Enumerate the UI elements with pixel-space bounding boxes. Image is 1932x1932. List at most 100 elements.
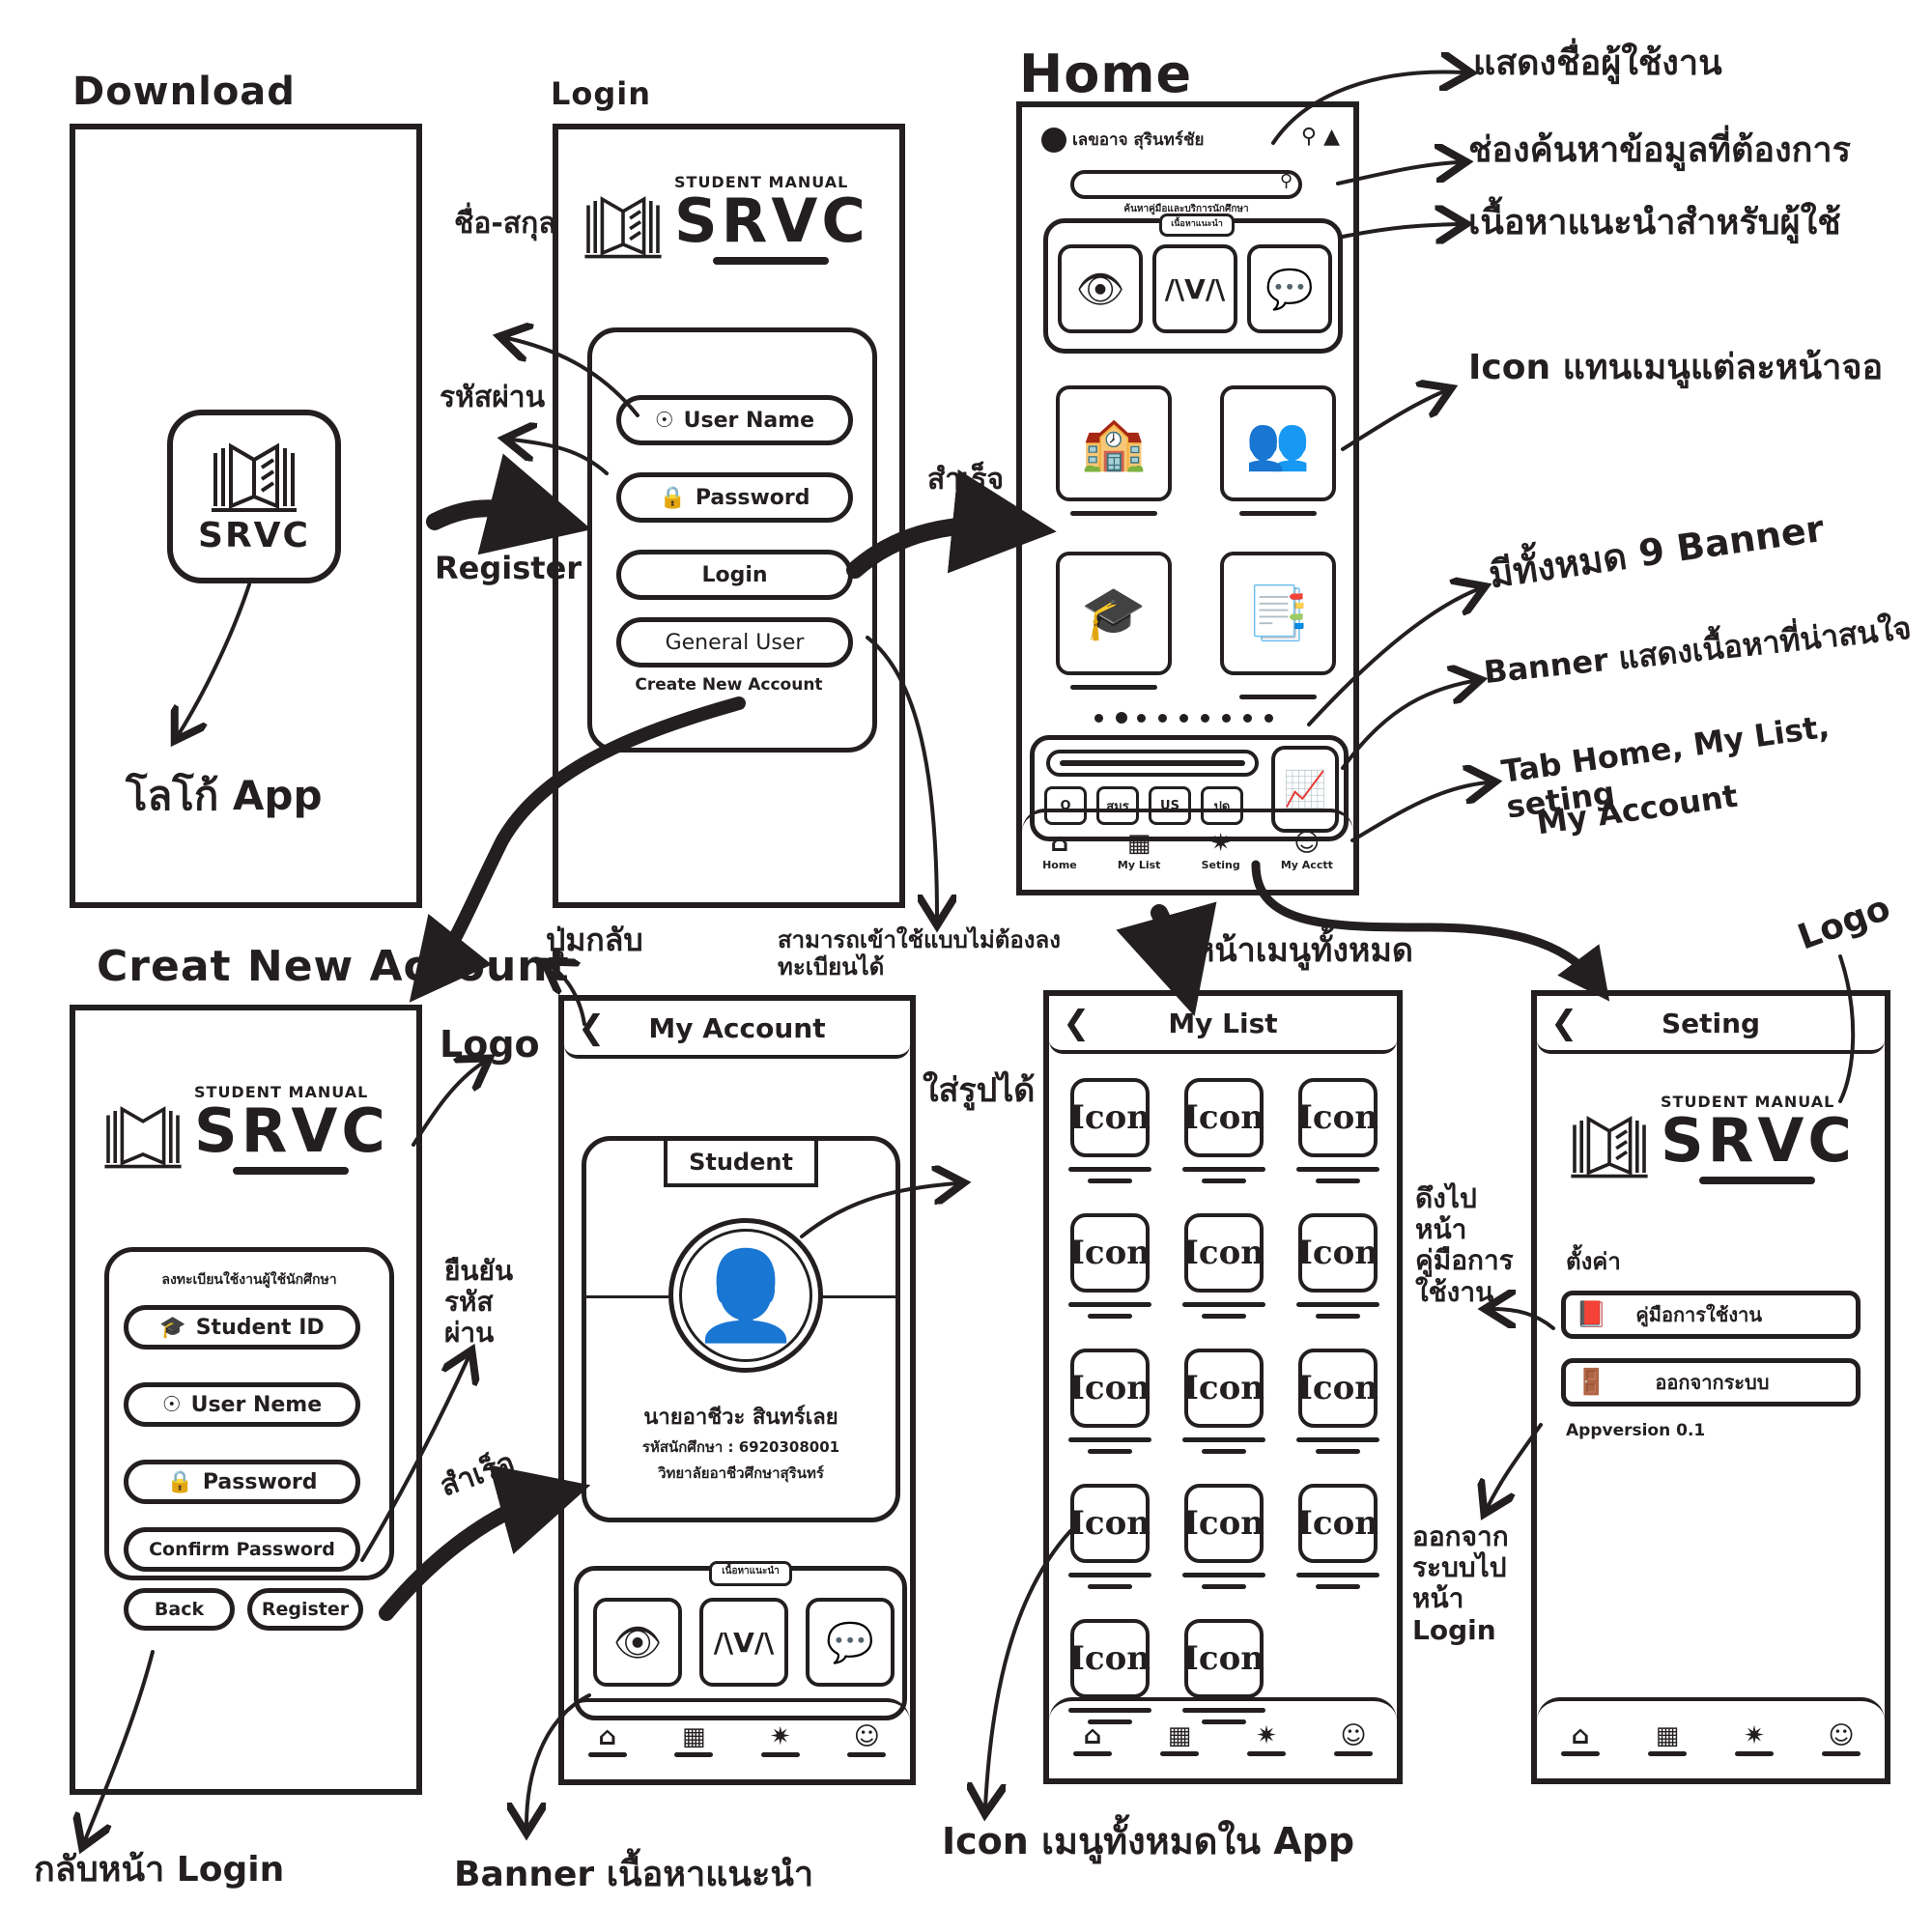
tab-my-list[interactable]: ▦ (1160, 1723, 1199, 1756)
create-account-link[interactable]: Create New Account (635, 675, 823, 695)
annot-logout: ออกจากระบบไปหน้า Login (1412, 1520, 1509, 1646)
arrow-to-my-list (1116, 901, 1217, 1016)
logo-underline (1699, 1177, 1815, 1184)
recommend-item-ava[interactable]: /\V/\ (699, 1598, 788, 1687)
annot-banner-count: มีทั้งหมด 9 Banner (1486, 506, 1827, 597)
tab-my-account[interactable]: ☺ (847, 1724, 887, 1757)
tab-home[interactable]: ⌂ (1073, 1723, 1112, 1756)
tab-bar: ⌂ ▦ ✷ ☺ (1537, 1697, 1885, 1778)
menu-item-caption (1068, 1302, 1151, 1307)
menu-item[interactable]: Icon (1297, 1484, 1378, 1563)
menu-item[interactable]: Icon (1183, 1619, 1264, 1698)
menu-item[interactable]: Icon (1069, 1484, 1151, 1563)
menu-item[interactable]: Icon (1183, 1213, 1264, 1293)
menu-item[interactable]: Icon (1183, 1078, 1264, 1157)
menu-item[interactable]: Icon (1183, 1484, 1264, 1563)
tab-my-list[interactable]: ▦ (674, 1724, 714, 1757)
menu-item-caption (1068, 1437, 1151, 1442)
username-field[interactable]: ☉ User Neme (124, 1382, 360, 1427)
recommend-item-ava[interactable]: /\V/\ (1152, 244, 1237, 333)
profile-photo[interactable]: 👤 (668, 1218, 823, 1373)
menu-icon-documents[interactable]: 📑 (1220, 552, 1336, 675)
graduation-cap-icon: 🎓 (159, 1315, 186, 1340)
logout-button[interactable]: 🚪 ออกจากระบบ (1561, 1358, 1861, 1406)
recommend-item-chat[interactable]: 💬 (806, 1598, 895, 1687)
register-button[interactable]: Register (247, 1588, 363, 1631)
tab-my-list[interactable]: ▦ (1648, 1723, 1687, 1756)
login-button[interactable]: Login (616, 550, 853, 600)
tab-setting[interactable]: ✷ (1247, 1723, 1286, 1756)
role-tag: Student (664, 1141, 818, 1187)
page-dot[interactable] (1201, 714, 1209, 723)
password-field[interactable]: 🔒 Password (616, 472, 853, 523)
back-arrow-icon[interactable]: ❮ (1063, 1004, 1091, 1042)
username-field[interactable]: ☉ User Name (616, 395, 853, 445)
tab-label: Home (1042, 859, 1077, 871)
user-manual-button[interactable]: 📕 คู่มือการใช้งาน (1561, 1291, 1861, 1339)
back-arrow-icon[interactable]: ❮ (1550, 1004, 1578, 1042)
page-dot[interactable] (1179, 714, 1188, 723)
menu-item[interactable]: Icon (1183, 1349, 1264, 1428)
menu-icon-staff[interactable]: 👥 (1220, 385, 1336, 501)
tab-home[interactable]: ⌂Home (1042, 831, 1077, 871)
menu-icon-classroom[interactable]: 🏫 (1056, 385, 1172, 501)
menu-icon-graduate[interactable]: 🎓 (1056, 552, 1172, 675)
search-icon[interactable]: ⚲ (1300, 125, 1317, 149)
password-field[interactable]: 🔒 Password (124, 1460, 360, 1504)
page-dot[interactable] (1158, 714, 1167, 723)
back-arrow-icon[interactable]: ❮ (578, 1009, 606, 1047)
app-icon[interactable]: SRVC (167, 410, 341, 583)
setting-screen: ❮ Seting STUDENT MANUAL SRVC ตั้งค่า 📕 ค… (1531, 990, 1890, 1784)
srvc-logo: STUDENT MANUAL SRVC (99, 1083, 389, 1175)
confirm-password-field[interactable]: Confirm Password (124, 1527, 360, 1572)
tab-setting[interactable]: ✷ (1735, 1723, 1774, 1756)
search-input[interactable]: ⚲ (1070, 170, 1302, 199)
page-dot[interactable] (1116, 712, 1127, 724)
tab-my-account[interactable]: ☺My Acctt (1281, 831, 1333, 871)
menu-item[interactable]: Icon (1297, 1349, 1378, 1428)
menu-item[interactable]: Icon (1297, 1213, 1378, 1293)
student-id-field[interactable]: 🎓 Student ID (124, 1305, 360, 1350)
tab-my-account[interactable]: ☺ (1334, 1723, 1373, 1756)
menu-item[interactable]: Icon (1069, 1078, 1151, 1157)
tab-my-list[interactable]: ▦My List (1118, 831, 1161, 871)
lock-icon: 🔒 (166, 1469, 193, 1494)
annot-user-name: แสดงชื่อผู้ใช้งาน (1473, 43, 1722, 83)
people-icon: 👥 (1245, 412, 1311, 473)
page-dot[interactable] (1094, 714, 1103, 723)
page-dot[interactable] (1222, 714, 1231, 723)
settings-section-label: ตั้งค่า (1566, 1248, 1621, 1275)
recommend-tag: เนื้อหาแนะนำ (709, 1561, 792, 1586)
annot-logo: Logo (440, 1023, 540, 1065)
tab-home[interactable]: ⌂ (1561, 1723, 1600, 1756)
logo-subtitle: STUDENT MANUAL (674, 173, 849, 191)
srvc-logo: STUDENT MANUAL SRVC (580, 173, 869, 265)
recommend-item-vision[interactable]: 👁 (1058, 244, 1143, 333)
tab-setting[interactable]: ✷Seting (1202, 831, 1240, 871)
user-header[interactable]: เลขอาจ สุรินทร์ชัย (1041, 127, 1204, 153)
menu-item[interactable]: Icon (1069, 1213, 1151, 1293)
srvc-logo: STUDENT MANUAL SRVC (1566, 1093, 1856, 1184)
tab-home[interactable]: ⌂ (587, 1724, 627, 1757)
recommend-item-vision[interactable]: 👁 (593, 1598, 682, 1687)
bell-icon[interactable]: ▲ (1323, 125, 1340, 149)
menu-item[interactable]: Icon (1069, 1349, 1151, 1428)
page-dot[interactable] (1137, 714, 1146, 723)
recommend-item-chat[interactable]: 💬 (1247, 244, 1332, 333)
list-topbar: ❮ My List (1049, 996, 1397, 1054)
tab-my-account[interactable]: ☺ (1822, 1723, 1861, 1756)
tab-setting[interactable]: ✷ (760, 1722, 800, 1757)
user-icon: ☺ (1293, 829, 1321, 858)
back-button[interactable]: Back (124, 1588, 235, 1631)
arrow-register (426, 453, 592, 555)
page-dot[interactable] (1243, 714, 1252, 723)
gear-icon: ✷ (769, 1722, 791, 1751)
search-button-icon[interactable]: ⚲ (1279, 171, 1293, 191)
page-dot[interactable] (1264, 714, 1273, 723)
general-user-button[interactable]: General User (616, 617, 853, 668)
menu-item[interactable]: Icon (1297, 1078, 1378, 1157)
menu-item[interactable]: Icon (1069, 1619, 1151, 1698)
arrow-banner-note (1341, 681, 1473, 770)
annot-password: รหัสผ่าน (440, 381, 546, 414)
